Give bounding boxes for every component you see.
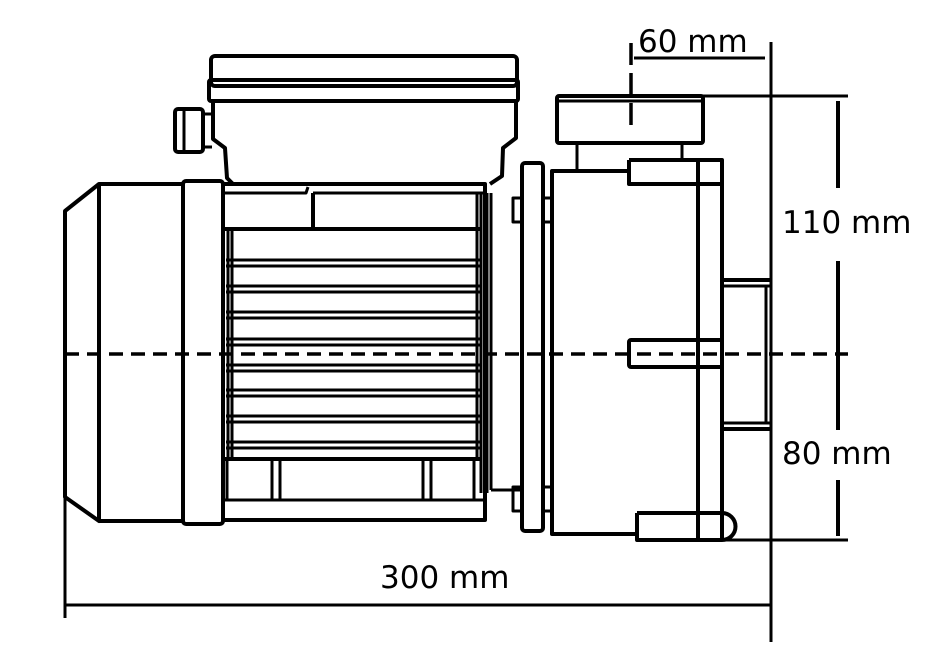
pump-inlet bbox=[722, 278, 770, 431]
dimension-label-300mm: 300 mm bbox=[380, 560, 509, 596]
cooling-fins bbox=[226, 258, 482, 450]
pump-housing bbox=[550, 158, 738, 542]
dimension-label-60mm: 60 mm bbox=[638, 24, 748, 60]
terminal-box bbox=[207, 54, 520, 186]
pump-flange bbox=[511, 161, 552, 533]
cable-gland bbox=[173, 107, 212, 154]
motor-body bbox=[223, 182, 522, 522]
dimension-label-80mm: 80 mm bbox=[782, 436, 892, 472]
dimension-lines bbox=[63, 42, 848, 642]
motor-feet bbox=[223, 460, 522, 502]
dimension-label-110mm: 110 mm bbox=[782, 205, 911, 241]
